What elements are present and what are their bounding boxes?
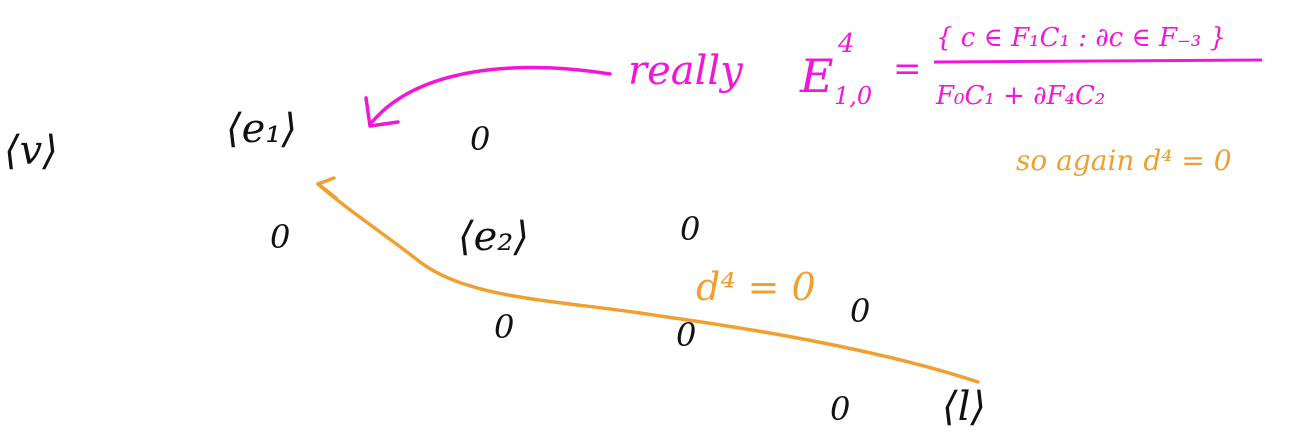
entry-zero-row3-col5: 0 (850, 292, 870, 330)
d4-arrow (316, 182, 980, 384)
entry-e1: ⟨e₁⟩ (226, 106, 297, 152)
fraction-denominator: F₀C₁ + ∂F₄C₂ (935, 81, 1105, 111)
entry-zero-row1-col3: 0 (470, 120, 490, 158)
entry-l: ⟨l⟩ (942, 384, 986, 430)
equals-sign: = (893, 49, 922, 89)
entry-zero-row4-col5: 0 (830, 390, 850, 428)
E-superscript: 4 (837, 29, 855, 59)
really-label: really (628, 48, 744, 94)
so-again-note: so again d⁴ = 0 (1016, 144, 1232, 177)
entry-zero-row3-col4: 0 (676, 316, 696, 354)
fraction-numerator: { c ∈ F₁C₁ : ∂c ∈ F₋₃ } (936, 23, 1226, 53)
entry-zero-row2-col2: 0 (270, 218, 290, 256)
entry-e2: ⟨e₂⟩ (458, 214, 529, 260)
really-arrow (370, 65, 612, 124)
really-arrowhead (364, 96, 400, 128)
entry-v: ⟨v⟩ (4, 128, 58, 174)
fraction-bar (933, 58, 1263, 64)
d4-arrowhead (316, 176, 338, 200)
d4-zero-label: d⁴ = 0 (696, 265, 816, 309)
E-subscript: 1,0 (834, 82, 872, 110)
entry-zero-row2-col4: 0 (680, 210, 700, 248)
E-symbol: E (799, 49, 834, 103)
entry-zero-row3-col3: 0 (494, 308, 514, 346)
